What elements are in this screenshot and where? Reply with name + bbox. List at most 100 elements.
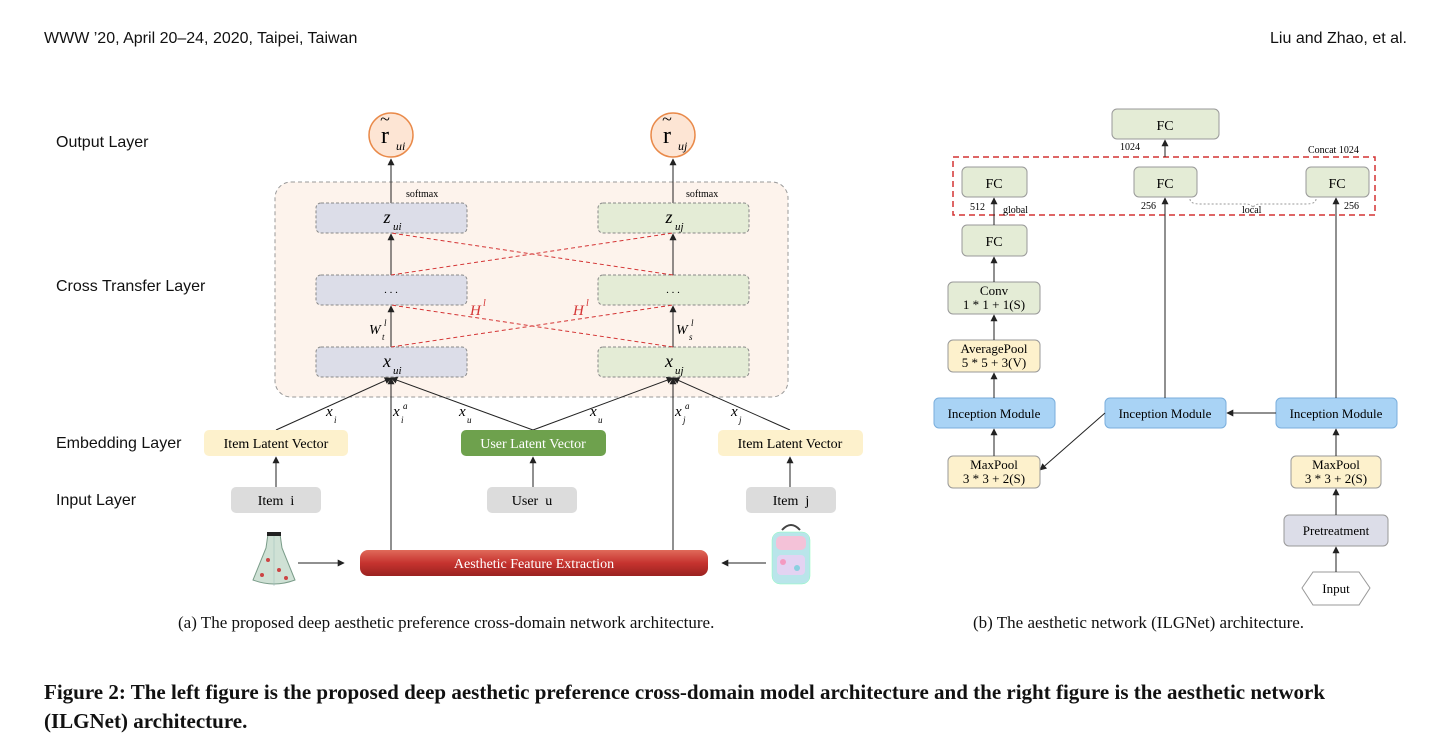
embedding-links bbox=[275, 376, 791, 550]
hidden-uj-dots: . . . bbox=[666, 284, 680, 296]
softmax-label-right: softmax bbox=[686, 189, 718, 200]
x-uj-subscript: uj bbox=[675, 365, 684, 377]
edge-label-xja: x bbox=[674, 404, 682, 420]
z-uj-node bbox=[597, 202, 750, 234]
dim-256-right: 256 bbox=[1344, 201, 1359, 212]
concat-label: Concat 1024 bbox=[1308, 145, 1359, 156]
figure-caption: Figure 2: The left figure is the propose… bbox=[44, 680, 1326, 733]
concat-region bbox=[952, 156, 1376, 216]
item-latent-vector-right-label: Item Latent Vector bbox=[738, 437, 843, 452]
local-brace bbox=[1189, 198, 1317, 209]
subfigure-caption-a: (a) The proposed deep aesthetic preferen… bbox=[178, 613, 715, 632]
x-ui-subscript: ui bbox=[393, 365, 402, 377]
h-label-right-sup: l bbox=[586, 298, 589, 309]
x-uj-node bbox=[597, 346, 750, 378]
edge-label-xja-sub: j bbox=[682, 415, 686, 425]
x-ui-symbol: x bbox=[382, 351, 391, 371]
arrow bbox=[1039, 412, 1106, 471]
edge-label-xia: x bbox=[392, 404, 400, 420]
inception-module-left-label: Inception Module bbox=[948, 406, 1041, 421]
output-layer-label: Output Layer bbox=[56, 134, 149, 151]
item-latent-vector-left bbox=[204, 430, 348, 456]
edge-label-xu-left-sub: u bbox=[467, 415, 472, 425]
edge-label-xia-sub: i bbox=[401, 415, 404, 425]
input-item-i bbox=[231, 487, 321, 513]
concat-1024-number: 1024 bbox=[1120, 142, 1140, 153]
fc-local-right-node bbox=[1305, 166, 1370, 198]
dim-512: 512 bbox=[970, 202, 985, 213]
user-latent-vector bbox=[461, 430, 606, 456]
tilde-glyph: ~ bbox=[380, 109, 390, 129]
right-figure: FC 1024 Concat 1024 FC FC FC 512 global … bbox=[933, 108, 1398, 606]
averagepool-label-line1: AveragePool bbox=[961, 341, 1028, 356]
input-label: Input bbox=[1322, 581, 1350, 596]
softmax-label-left: softmax bbox=[406, 189, 438, 200]
cross-transfer-links bbox=[390, 232, 674, 348]
w-s-sub: s bbox=[689, 332, 693, 342]
maxpool-right-label-line2: 3 * 3 + 2(S) bbox=[1305, 471, 1367, 486]
input-layer-label: Input Layer bbox=[56, 492, 137, 509]
z-ui-node bbox=[315, 202, 468, 234]
subfigure-caption-b: (b) The aesthetic network (ILGNet) archi… bbox=[973, 613, 1305, 632]
w-s-sup: l bbox=[691, 318, 694, 328]
edge-label-xi: x bbox=[325, 404, 333, 420]
edge-label-xu-left: x bbox=[458, 404, 466, 420]
edge-label-xi-sub: i bbox=[334, 415, 337, 425]
w-s-label: W bbox=[676, 323, 689, 338]
x-ui-node bbox=[315, 346, 468, 378]
fc-global-label: FC bbox=[985, 177, 1002, 192]
embedding-layer-label: Embedding Layer bbox=[56, 435, 182, 452]
output-uj-subscript: uj bbox=[678, 139, 688, 153]
aesthetic-feature-extraction-label: Aesthetic Feature Extraction bbox=[454, 557, 614, 572]
fc-local-right-label: FC bbox=[1328, 177, 1345, 192]
running-header-left: WWW ’20, April 20–24, 2020, Taipei, Taiw… bbox=[44, 30, 358, 47]
input-node bbox=[1301, 571, 1371, 606]
user-latent-vector-label: User Latent Vector bbox=[480, 437, 586, 452]
cross-transfer-region bbox=[274, 181, 789, 398]
output-ui-symbol: r bbox=[381, 123, 389, 149]
output-node-ui bbox=[368, 112, 414, 158]
edge-label-xja-sup: a bbox=[685, 401, 690, 411]
fc-local-mid-node bbox=[1133, 166, 1198, 198]
left-figure: Output Layer Cross Transfer Layer Embedd… bbox=[56, 109, 863, 586]
fc-top-node bbox=[1111, 108, 1220, 140]
edge-label-xj-sub: j bbox=[738, 415, 742, 425]
tilde-glyph: ~ bbox=[662, 109, 672, 129]
edge-label-xu-right-sub: u bbox=[598, 415, 603, 425]
h-label-left: H bbox=[469, 303, 482, 319]
edge-label-xia-sup: a bbox=[403, 401, 408, 411]
fc-global-node bbox=[961, 166, 1028, 198]
dress-image bbox=[252, 532, 296, 586]
input-user-u-label: User u bbox=[512, 494, 552, 509]
aesthetic-feature-extraction-bar bbox=[360, 550, 708, 576]
fc-top-label: FC bbox=[1156, 119, 1173, 134]
edge-label-xj: x bbox=[730, 404, 738, 420]
z-uj-subscript: uj bbox=[675, 221, 684, 233]
edge-label-xu-right: x bbox=[589, 404, 597, 420]
input-item-i-label: Item i bbox=[258, 494, 295, 509]
z-ui-symbol: z bbox=[382, 207, 390, 227]
w-t-label: W bbox=[369, 323, 382, 338]
backpack-image bbox=[771, 524, 811, 585]
running-header-right: Liu and Zhao, et al. bbox=[1270, 30, 1407, 47]
input-item-j-label: Item j bbox=[773, 494, 810, 509]
global-label: global bbox=[1003, 205, 1028, 216]
input-user-u bbox=[487, 487, 577, 513]
conv-label-line1: Conv bbox=[980, 283, 1009, 298]
hidden-ui-dots: . . . bbox=[384, 284, 398, 296]
maxpool-left-label-line1: MaxPool bbox=[970, 457, 1018, 472]
maxpool-right-label-line1: MaxPool bbox=[1312, 457, 1360, 472]
cross-transfer-layer-label: Cross Transfer Layer bbox=[56, 278, 206, 295]
fc-local-mid-label: FC bbox=[1156, 177, 1173, 192]
inception-module-right-label: Inception Module bbox=[1290, 406, 1383, 421]
output-uj-symbol: r bbox=[663, 123, 671, 149]
inception-module-mid-label: Inception Module bbox=[1119, 406, 1212, 421]
z-ui-subscript: ui bbox=[393, 221, 402, 233]
pretreatment-label: Pretreatment bbox=[1303, 523, 1370, 538]
z-uj-symbol: z bbox=[664, 207, 672, 227]
input-item-j bbox=[746, 487, 836, 513]
w-t-sub: t bbox=[382, 332, 385, 342]
x-uj-symbol: x bbox=[664, 351, 673, 371]
item-latent-vector-left-label: Item Latent Vector bbox=[224, 437, 329, 452]
